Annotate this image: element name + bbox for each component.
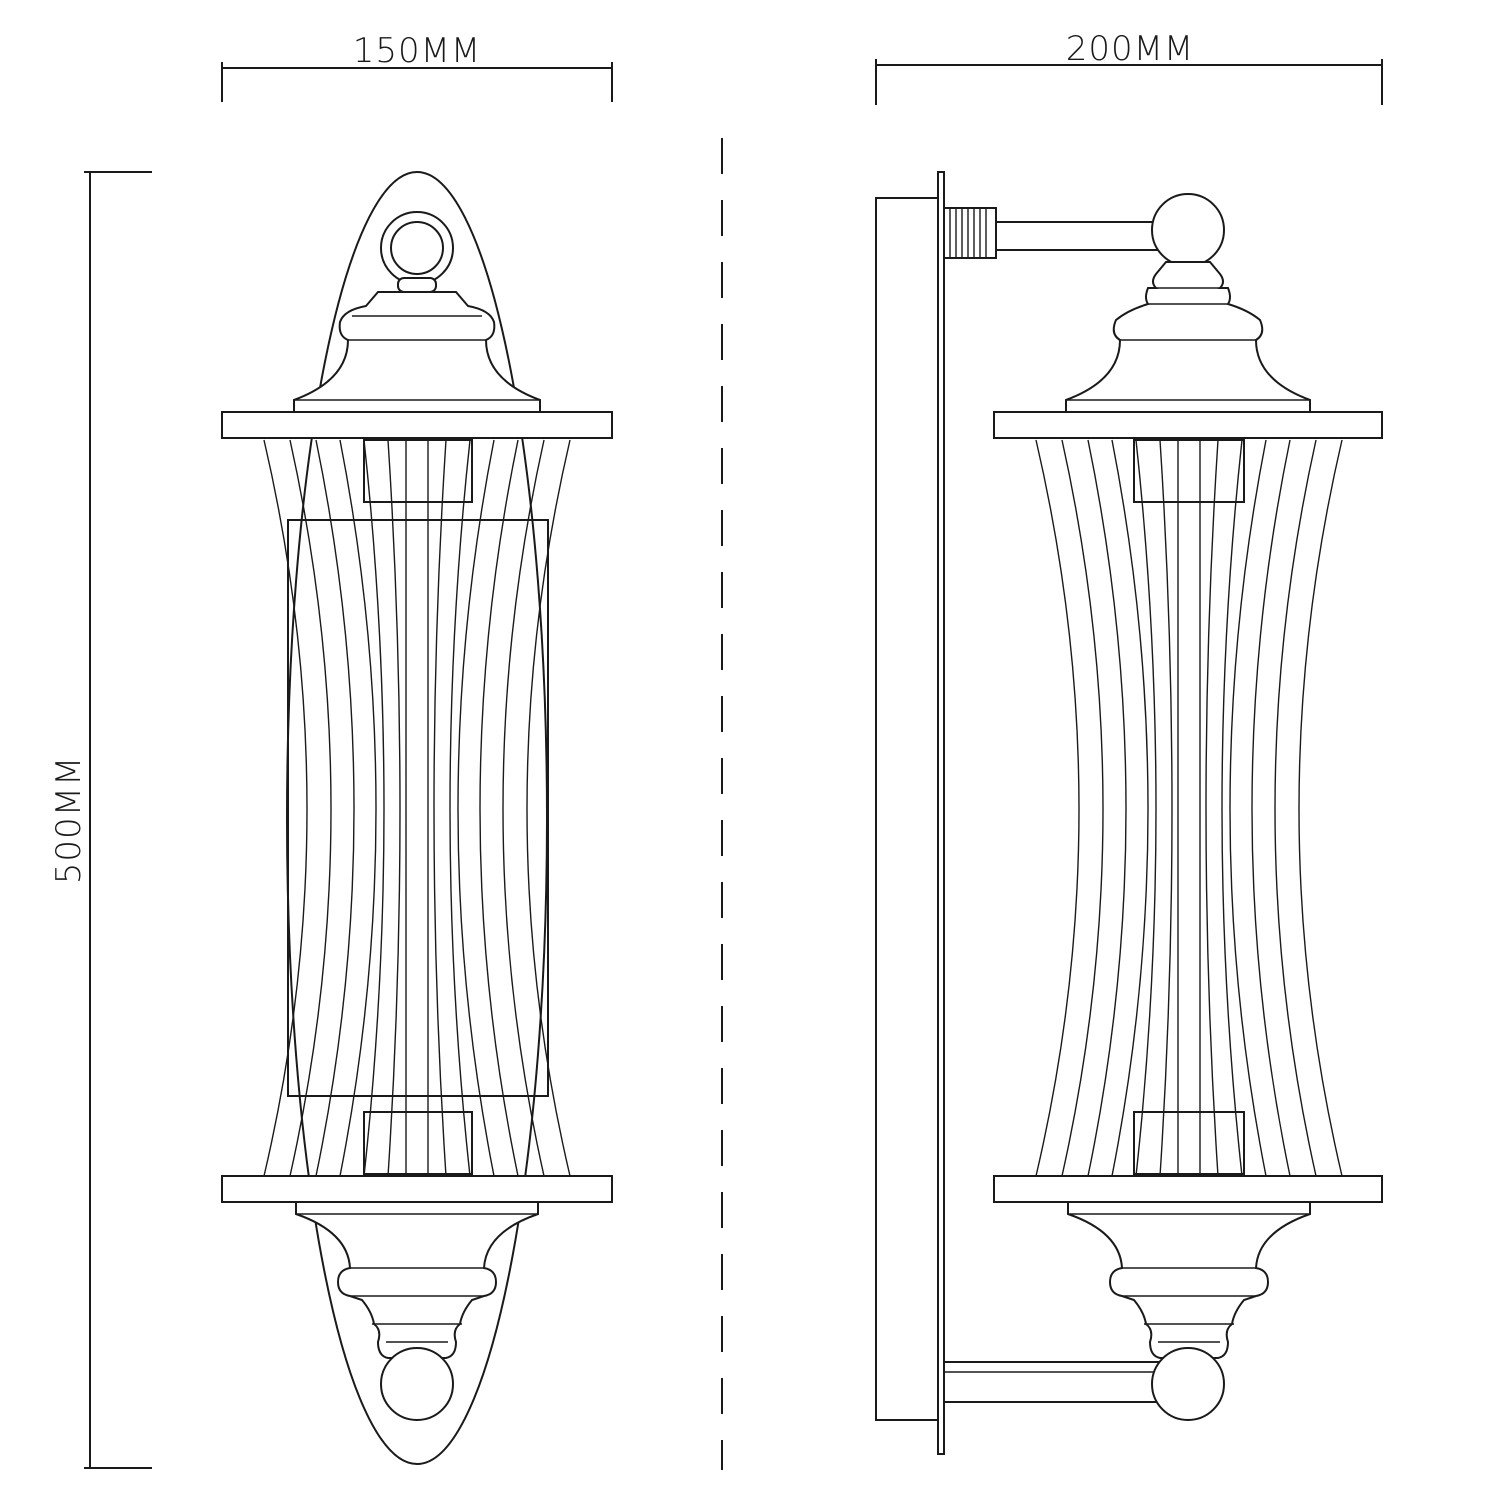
front-top-plate <box>221 411 613 439</box>
side-upper-arm <box>995 221 1161 251</box>
front-top-cap <box>293 291 541 413</box>
front-view <box>221 171 613 1465</box>
side-wall-box <box>875 197 939 1421</box>
side-upper-socket <box>1133 439 1245 503</box>
side-top-ball <box>1151 193 1225 267</box>
side-glass-ribs <box>1035 439 1343 1177</box>
side-lower-arm <box>943 1361 1161 1403</box>
side-top-plate <box>993 411 1383 439</box>
side-view <box>875 171 1383 1455</box>
side-backplate <box>937 171 945 1455</box>
height-label: 500MM <box>49 756 89 885</box>
dimension-side-width: 200MM <box>875 29 1383 105</box>
side-width-label: 200MM <box>1066 29 1195 69</box>
front-bottom-finial <box>295 1201 539 1359</box>
side-top-cap <box>1065 261 1311 413</box>
front-lower-socket <box>363 1111 473 1175</box>
front-width-label: 150MM <box>353 31 482 71</box>
front-bottom-ball <box>380 1347 454 1421</box>
front-bottom-plate <box>221 1175 613 1203</box>
side-bottom-plate <box>993 1175 1383 1203</box>
side-bottom-ball <box>1151 1347 1225 1421</box>
side-thread-connector <box>943 207 997 259</box>
side-lower-socket <box>1133 1111 1245 1175</box>
dimension-front-width: 150MM <box>221 31 613 102</box>
front-glass-ribs <box>263 439 571 1177</box>
front-upper-socket <box>363 439 473 503</box>
side-bottom-finial <box>1067 1201 1311 1359</box>
dimension-height: 500MM <box>49 171 152 1469</box>
